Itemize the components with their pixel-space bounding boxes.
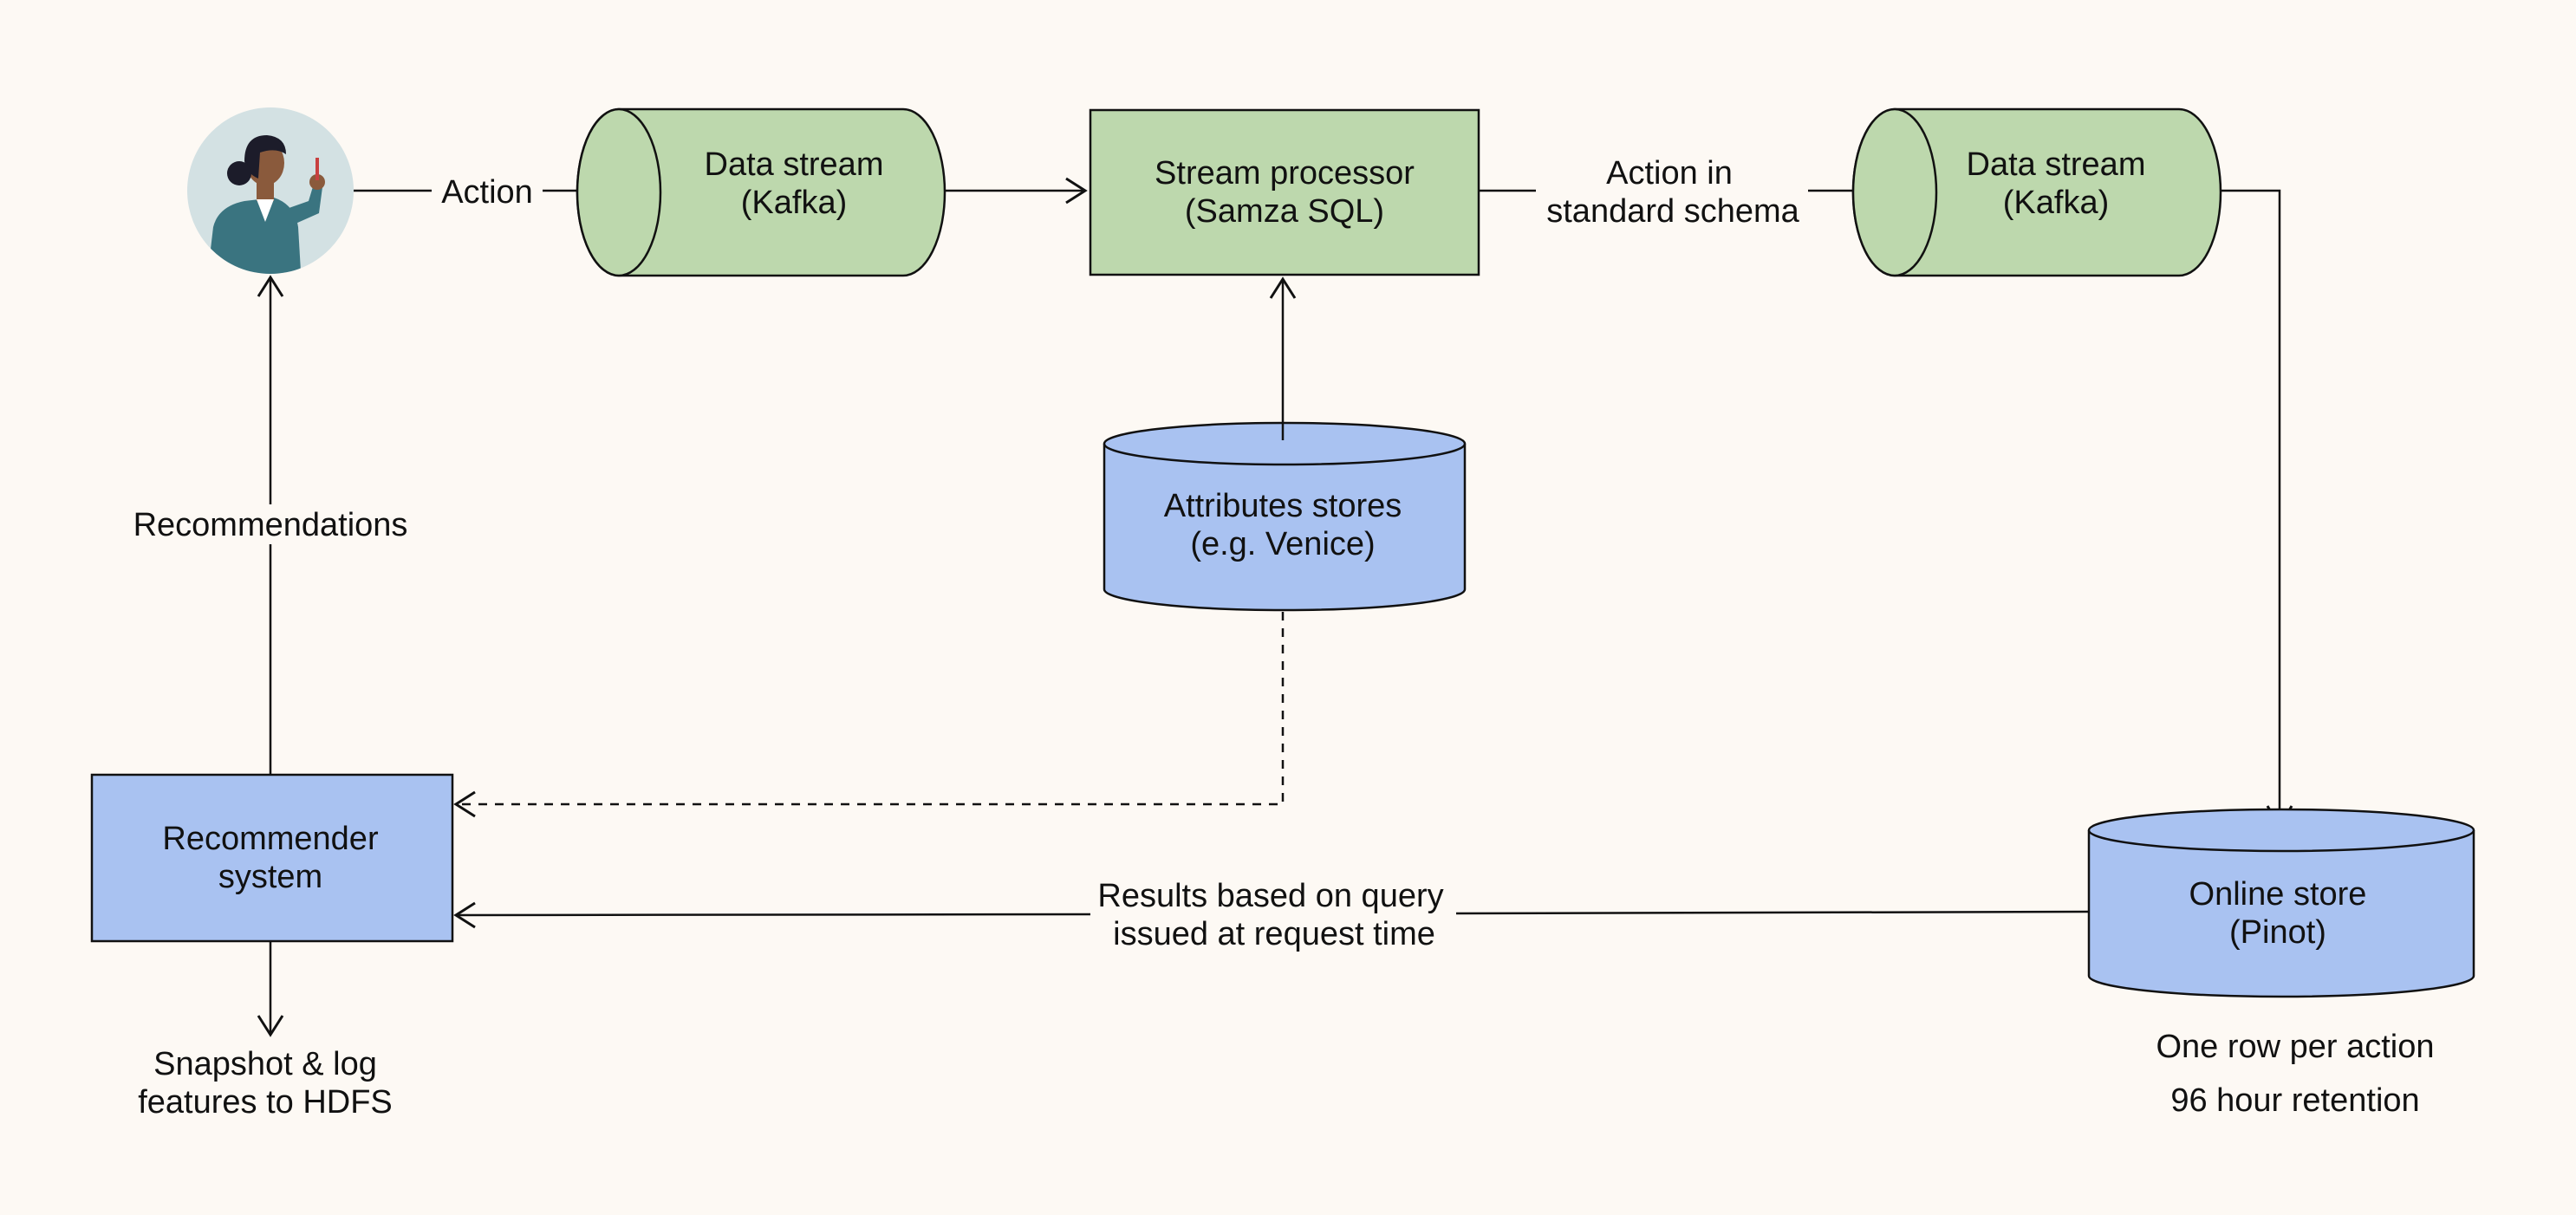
snapshot-label-line1: Snapshot & log [153,1046,377,1082]
edge-action: Action [354,174,615,211]
edge-snapshot: Snapshot & log features to HDFS [138,941,393,1121]
edge-attributes-to-processor [1269,276,1297,440]
edge-label-standard-schema: standard schema [1546,193,1799,230]
edge-results: Results based on query issued at request… [453,878,2090,952]
online-store-title: Online store [2189,876,2367,913]
edge-recommendations: Recommendations [133,275,408,775]
data-stream-2-title: Data stream [1967,146,2146,183]
results-label-line2: issued at request time [1113,916,1435,952]
data-stream-kafka-1: Data stream (Kafka) [576,107,946,277]
note-retention: 96 hour retention [2170,1082,2419,1119]
online-store-subtitle: (Pinot) [2229,914,2326,951]
edge-label-action-in: Action in [1606,155,1733,192]
edge-stream1-to-processor [945,177,1088,205]
snapshot-label-line2: features to HDFS [138,1084,393,1121]
results-label-line1: Results based on query [1097,878,1443,914]
recommender-subtitle: system [218,859,322,895]
recommender-title: Recommender [162,821,379,857]
online-store-notes: One row per action 96 hour retention [2156,1029,2434,1119]
attributes-store-cylinder: Attributes stores (e.g. Venice) [1103,421,1467,612]
online-store-cylinder: Online store (Pinot) [2087,808,2475,998]
note-one-row-per-action: One row per action [2156,1029,2434,1065]
edge-stream2-to-online-store [2221,189,2293,829]
edge-action-standard-schema: Action in standard schema [1479,155,1894,230]
user-avatar-icon [187,107,354,274]
recommender-system-box: Recommender system [90,773,454,943]
edge-label-recommendations: Recommendations [133,507,408,543]
attributes-store-title: Attributes stores [1164,488,1402,524]
stream-processor-title: Stream processor [1155,155,1415,192]
data-stream-kafka-2: Data stream (Kafka) [1851,107,2222,277]
edge-label-action: Action [441,174,533,211]
data-stream-1-title: Data stream [705,146,884,183]
stream-processor-box: Stream processor (Samza SQL) [1089,108,1480,276]
edge-attributes-to-recommender [453,612,1285,818]
data-stream-2-subtitle: (Kafka) [2003,185,2109,221]
attributes-store-subtitle: (e.g. Venice) [1190,526,1375,562]
data-stream-1-subtitle: (Kafka) [741,185,847,221]
stream-processor-subtitle: (Samza SQL) [1185,193,1384,230]
